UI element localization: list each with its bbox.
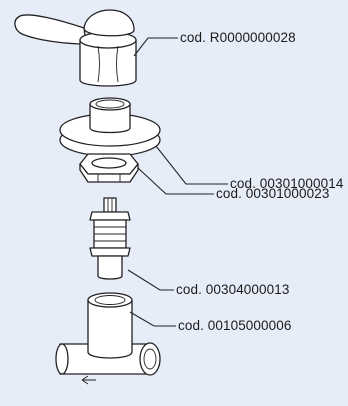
leader-line-flange	[155, 145, 228, 185]
label-valve-body: cod. 00105000006	[178, 318, 292, 333]
leader-line-nut	[137, 167, 214, 195]
label-cover-flange: cod. 00301000014	[230, 176, 344, 191]
leader-line-body	[129, 311, 176, 327]
label-lever-handle: cod. R0000000028	[180, 30, 296, 45]
leader-line-handle	[133, 37, 178, 57]
label-hex-nut: cod. 00301000023	[216, 186, 330, 201]
hex-nut-part	[79, 153, 139, 183]
cover-flange-part	[59, 97, 161, 157]
lever-handle-part	[14, 9, 137, 87]
leader-line-cartridge	[127, 269, 174, 291]
headwork-cartridge-part	[89, 197, 131, 280]
valve-body-part	[55, 292, 161, 385]
label-headwork-cartridge: cod. 00304000013	[176, 282, 290, 297]
